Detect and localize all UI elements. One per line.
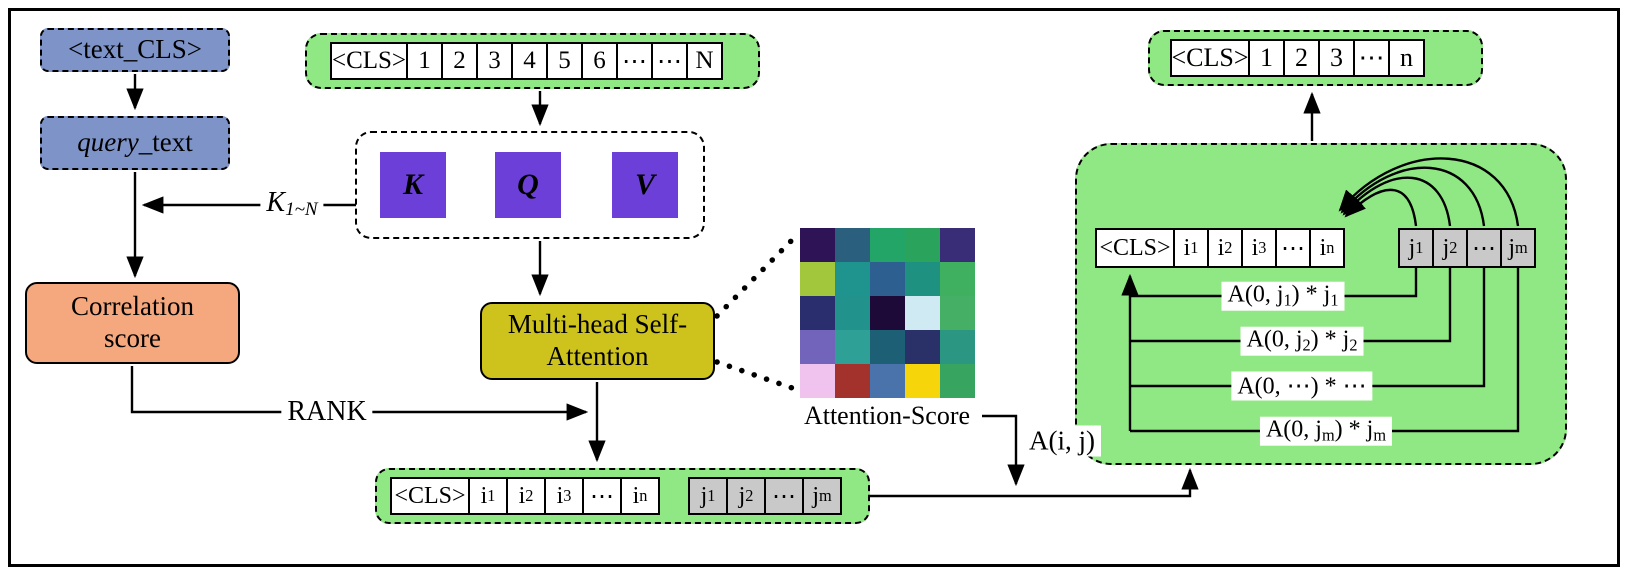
correlation-line2: score	[104, 323, 161, 353]
formula-a0jdots: A(0, ⋯) * ⋯	[1231, 371, 1373, 401]
multihead-attention-box: Multi-head Self- Attention	[480, 302, 715, 380]
heatmap-cell	[940, 364, 975, 398]
heatmap-cell	[800, 228, 835, 262]
kqv-container	[355, 131, 705, 239]
heatmap-cell	[905, 228, 940, 262]
formula-a0j2: A(0, j2) * j2	[1240, 326, 1364, 356]
token-cell: 1	[406, 42, 443, 80]
heatmap-cell	[940, 262, 975, 296]
token-cell: ⋯	[1466, 228, 1502, 268]
attention-score-heatmap	[800, 228, 975, 398]
heatmap-cell	[905, 296, 940, 330]
heatmap-cell	[800, 364, 835, 398]
formula-a0jm: A(0, jm) * jm	[1259, 416, 1393, 446]
token-cell: <CLS>	[1095, 228, 1175, 268]
heatmap-cell	[905, 364, 940, 398]
heatmap-cell	[870, 296, 905, 330]
text-cls-box: <text_CLS>	[40, 28, 230, 72]
figure-border	[8, 8, 1620, 567]
aij-label: A(i, j)	[1023, 425, 1101, 457]
formula-a0j1: A(0, j1) * j1	[1221, 281, 1345, 311]
query-matrix: Q	[495, 152, 561, 218]
heatmap-cell	[835, 364, 870, 398]
heatmap-cell	[835, 228, 870, 262]
heatmap-cell	[870, 330, 905, 364]
key-matrix: K	[380, 152, 446, 218]
token-cell: ⋯	[1275, 228, 1311, 268]
token-cell: 4	[511, 42, 548, 80]
token-cell: 3	[476, 42, 513, 80]
text-cls-label: <text_CLS>	[68, 34, 202, 65]
token-cell: N	[686, 42, 723, 80]
heatmap-cell	[870, 228, 905, 262]
token-cell: <CLS>	[1170, 39, 1250, 77]
heatmap-cell	[940, 296, 975, 330]
heatmap-cell	[870, 262, 905, 296]
token-cell: <CLS>	[390, 477, 470, 515]
token-cell: 1	[1248, 39, 1285, 77]
token-cell: ⋯	[651, 42, 688, 80]
token-cell: ⋯	[616, 42, 653, 80]
correlation-line1: Correlation	[71, 291, 194, 322]
heatmap-cell	[800, 330, 835, 364]
heatmap-cell	[800, 262, 835, 296]
heatmap-cell	[835, 296, 870, 330]
heatmap-cell	[940, 330, 975, 364]
query-text-label: query_text	[77, 127, 193, 158]
heatmap-cell	[870, 364, 905, 398]
token-cell: ⋯	[1353, 39, 1390, 77]
token-cell: n	[1388, 39, 1425, 77]
value-label: V	[634, 168, 655, 201]
correlation-score-box: Correlation score	[25, 282, 240, 364]
heatmap-cell	[905, 330, 940, 364]
attention-title-line1: Multi-head Self-	[507, 309, 688, 340]
query-text-box: query_text	[40, 116, 230, 170]
token-cell: 6	[581, 42, 618, 80]
token-cell: 5	[546, 42, 583, 80]
heatmap-cell	[835, 330, 870, 364]
value-matrix: V	[612, 152, 678, 218]
token-cell: <CLS>	[330, 42, 408, 80]
query-label: Q	[517, 168, 539, 201]
token-cell: ⋯	[582, 477, 622, 515]
attention-title-line2: Attention	[546, 341, 649, 371]
token-cell: 3	[1318, 39, 1355, 77]
rank-label: RANK	[281, 396, 373, 428]
k1n-label: K1~N	[260, 186, 324, 222]
heatmap-cell	[800, 296, 835, 330]
heatmap-cell	[940, 228, 975, 262]
token-cell: 2	[1283, 39, 1320, 77]
attention-score-label: Attention-Score	[801, 401, 973, 431]
token-cell: 2	[441, 42, 478, 80]
key-label: K	[402, 168, 423, 201]
heatmap-cell	[905, 262, 940, 296]
heatmap-cell	[835, 262, 870, 296]
token-cell: ⋯	[764, 477, 804, 515]
